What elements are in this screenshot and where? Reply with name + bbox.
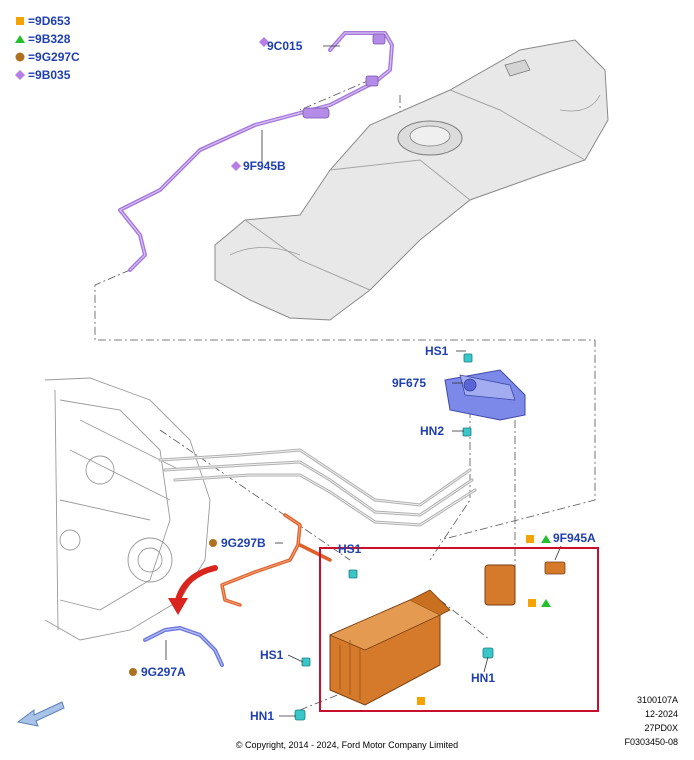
part-markers [129,37,551,705]
callout-9f675: 9F675 [392,376,427,390]
engine-block [44,377,211,641]
callout-hs1-mid: HS1 [338,542,362,556]
copyright: © Copyright, 2014 - 2024, Ford Motor Com… [235,740,459,750]
callout-9f945a: 9F945A [553,531,596,545]
legend-code: 9D653 [35,14,71,28]
callout-leaders [165,45,562,717]
fuel-tank [214,39,609,321]
triangle-marker-icon [15,35,25,43]
legend-eq: = [28,14,36,28]
meta-line-3: 27PD0X [644,723,678,733]
legend-item-9b035: = 9B035 [14,66,80,84]
orange-hose [220,513,332,607]
legend-item-9b328: = 9B328 [14,30,80,48]
legend-item-9d653: = 9D653 [14,12,80,30]
meta-line-1: 3100107A [636,695,678,705]
callout-9g297b: 9G297B [221,536,266,550]
purge-valve-bracket [444,369,526,421]
callout-hs1-low: HS1 [260,648,284,662]
legend-code: 9G297C [35,50,80,64]
legend: = 9D653 = 9B328 = 9G297C = 9B035 [14,12,80,84]
diamond-marker-icon [15,70,25,80]
legend-eq: = [28,32,36,46]
meta-line-4: F0303450-08 [624,737,678,747]
legend-eq: = [28,50,36,64]
circle-marker-icon [15,52,25,62]
meta-line-2: 12-2024 [644,709,678,719]
callout-9c015: 9C015 [267,39,303,53]
callout-hn1-bottom: HN1 [250,709,275,723]
evap-canister [328,561,566,706]
back-arrow-icon[interactable] [14,698,66,733]
callout-9g297a: 9G297A [141,665,186,679]
callout-hn1-right: HN1 [471,671,496,685]
legend-eq: = [28,68,36,82]
blue-hose [143,626,224,667]
legend-item-9g297c: = 9G297C [14,48,80,66]
legend-code: 9B328 [35,32,71,46]
figure-meta: 3100107A 12-2024 27PD0X F0303450-08 [624,693,678,749]
callout-hs1-top: HS1 [425,344,449,358]
square-marker-icon [16,17,24,25]
legend-code: 9B035 [35,68,71,82]
callout-hn2: HN2 [420,424,445,438]
gray-lines-inner [159,449,476,526]
highlight-box [319,547,599,712]
cyan-connectors [294,353,494,721]
callout-9f945b: 9F945B [243,159,286,173]
purple-hose [118,31,394,272]
red-curved-arrow [168,565,218,615]
